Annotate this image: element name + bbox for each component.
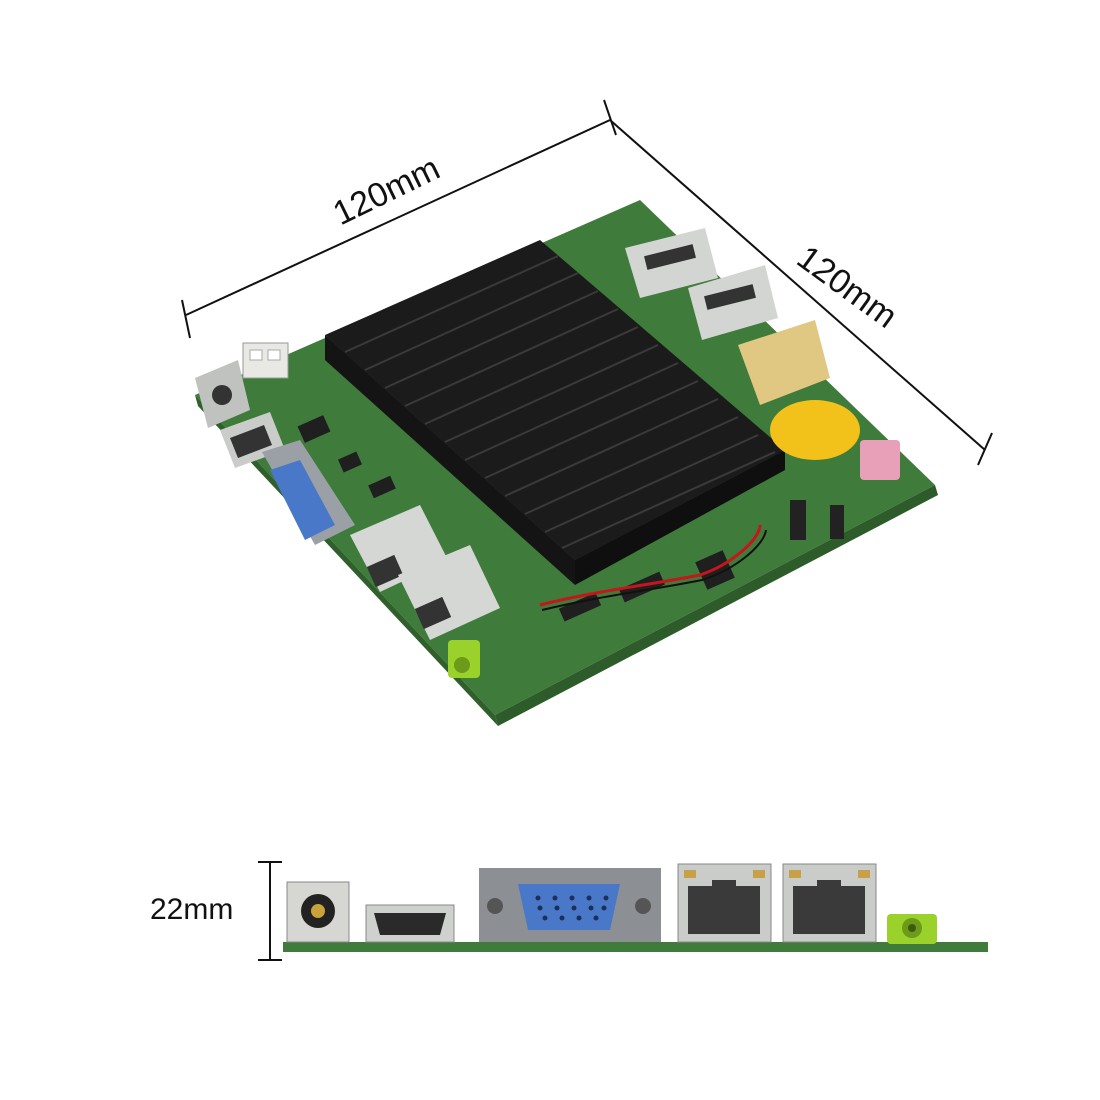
pcb-side <box>283 942 988 952</box>
lan-port-2-top <box>398 545 500 640</box>
vga-port <box>479 868 661 942</box>
audio-jack-green-top <box>448 640 480 678</box>
lan-port-2 <box>782 863 877 943</box>
heatsink <box>325 240 785 585</box>
dimension-line-width <box>181 99 617 339</box>
power-header-top <box>242 342 289 379</box>
cmos-battery <box>770 400 860 460</box>
lan-port-1 <box>677 863 772 943</box>
audio-jack-pink-top <box>860 440 900 480</box>
dimension-line-depth <box>609 119 993 466</box>
dc-jack-top <box>195 360 250 428</box>
lan-port-3-top <box>738 320 830 405</box>
height-dimension-label: 22mm <box>150 893 234 926</box>
audio-jack <box>887 914 937 944</box>
hdmi-port <box>365 904 455 943</box>
height-dimension <box>258 861 282 961</box>
usb-ports-top <box>625 228 778 340</box>
vga-port-top <box>262 440 355 545</box>
dc-power-jack <box>286 881 350 943</box>
